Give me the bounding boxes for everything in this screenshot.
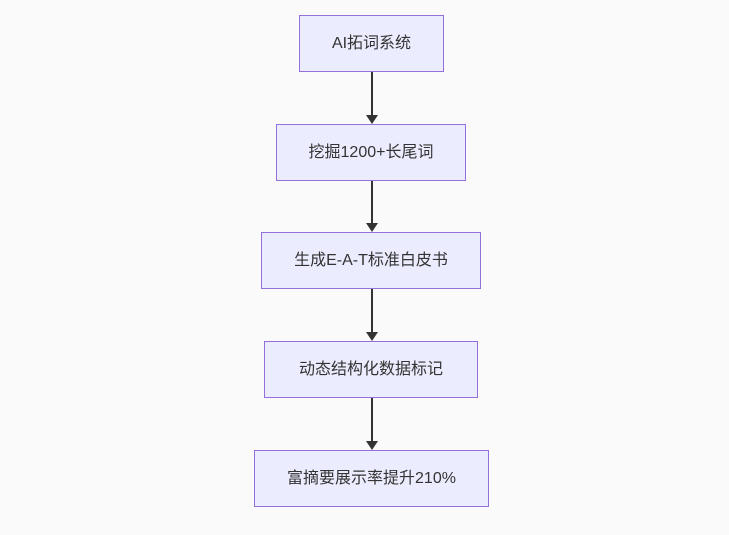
flow-node-label: 生成E-A-T标准白皮书 bbox=[294, 251, 448, 269]
flow-node-eat-whitepaper: 生成E-A-T标准白皮书 bbox=[261, 232, 481, 289]
flow-edge-2 bbox=[365, 181, 378, 232]
arrowhead-down-icon bbox=[365, 441, 378, 450]
edge-line bbox=[370, 72, 373, 117]
flow-node-label: 动态结构化数据标记 bbox=[298, 360, 443, 378]
flow-node-label: 挖掘1200+长尾词 bbox=[308, 143, 434, 161]
flow-node-rich-snippet-result: 富摘要展示率提升210% bbox=[254, 450, 489, 507]
flow-node-structured-data-markup: 动态结构化数据标记 bbox=[264, 341, 478, 398]
flow-node-label: AI拓词系统 bbox=[331, 34, 412, 52]
arrowhead-down-icon bbox=[365, 332, 378, 341]
arrowhead-down-icon bbox=[365, 115, 378, 124]
flow-node-label: 富摘要展示率提升210% bbox=[287, 469, 456, 487]
flow-edge-1 bbox=[365, 72, 378, 124]
flow-node-longtail-mining: 挖掘1200+长尾词 bbox=[276, 124, 466, 181]
flow-node-ai-keyword-system: AI拓词系统 bbox=[299, 15, 444, 72]
edge-line bbox=[370, 289, 373, 334]
edge-line bbox=[370, 398, 373, 443]
edge-line bbox=[370, 181, 373, 225]
flow-edge-3 bbox=[365, 289, 378, 341]
flow-edge-4 bbox=[365, 398, 378, 450]
arrowhead-down-icon bbox=[365, 223, 378, 232]
